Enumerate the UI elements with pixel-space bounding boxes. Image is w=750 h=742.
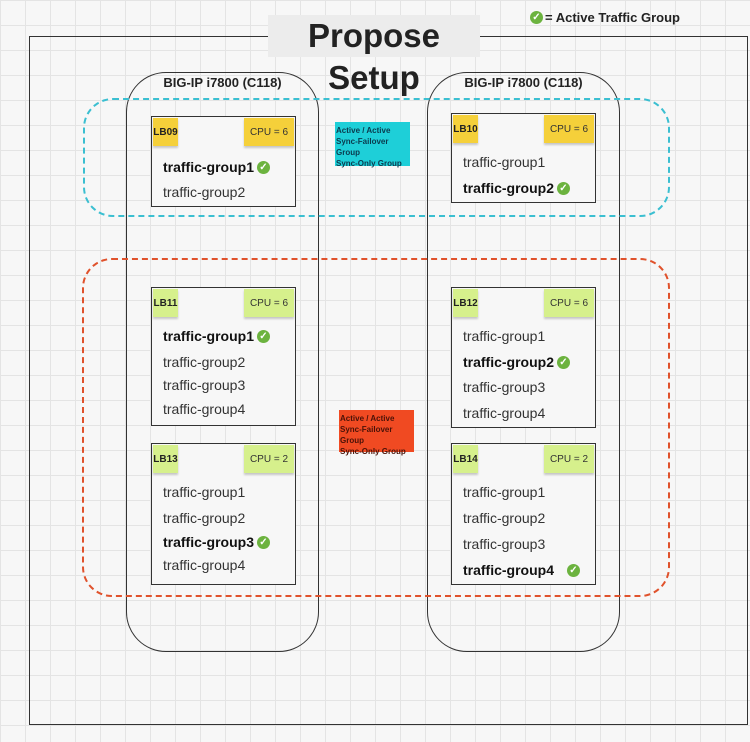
lb-label: LB11 [153, 289, 178, 317]
traffic-group-item: traffic-group3 [163, 377, 245, 393]
traffic-group-item: traffic-group1✓ [163, 328, 270, 344]
traffic-group-label: traffic-group2 [163, 510, 246, 526]
traffic-group-item: traffic-group2 [463, 510, 545, 526]
traffic-group-label: traffic-group4 [163, 557, 246, 573]
traffic-group-label: traffic-group3 [463, 379, 546, 395]
traffic-group-item: traffic-group3 [463, 536, 545, 552]
traffic-group-label: traffic-group4 [463, 405, 546, 421]
note-line: Sync-Only Group [340, 447, 406, 456]
traffic-group-label: traffic-group4 [163, 401, 246, 417]
traffic-group-item: traffic-group4 [463, 405, 545, 421]
traffic-group-item: traffic-group1 [163, 484, 245, 500]
traffic-group-label: traffic-group3 [163, 534, 254, 550]
traffic-group-item: traffic-group3 [463, 379, 545, 395]
check-icon: ✓ [257, 329, 270, 343]
lb-label: LB09 [153, 118, 178, 146]
traffic-group-item: traffic-group2✓ [463, 354, 570, 370]
page-title: Propose Setup [268, 15, 480, 96]
traffic-group-item: traffic-group3✓ [163, 534, 270, 550]
cpu-label: CPU = 6 [544, 115, 594, 143]
lb-label: LB14 [453, 445, 478, 473]
check-icon: ✓ [557, 355, 570, 369]
traffic-group-label: traffic-group4 [463, 562, 554, 578]
cpu-label: CPU = 2 [544, 445, 594, 473]
traffic-group-item: traffic-group2 [163, 510, 245, 526]
check-icon: ✓ [557, 181, 570, 195]
traffic-group-item: traffic-group2✓ [463, 180, 570, 196]
cpu-label: CPU = 6 [244, 118, 294, 146]
sync-group-cyan [83, 98, 670, 217]
traffic-group-label: traffic-group1 [163, 484, 246, 500]
lb-label: LB12 [453, 289, 478, 317]
lb-box-lb13: LB13 CPU = 2 traffic-group1 traffic-group2… [151, 443, 296, 585]
traffic-group-label: traffic-group1 [163, 328, 254, 344]
traffic-group-item: traffic-group1✓ [163, 159, 270, 175]
lb-box-lb14: LB14 CPU = 2 traffic-group1 traffic-group2… [451, 443, 596, 585]
traffic-group-label: traffic-group2 [463, 354, 554, 370]
traffic-group-item: traffic-group2 [163, 184, 245, 200]
check-icon: ✓ [530, 11, 543, 24]
cpu-label: CPU = 2 [244, 445, 294, 473]
traffic-group-item: traffic-group1 [463, 154, 545, 170]
traffic-group-item: traffic-group1 [463, 484, 545, 500]
lb-box-lb10: LB10 CPU = 6 traffic-group1 traffic-group2… [451, 113, 596, 203]
note-line: Sync-Only Group [336, 159, 402, 168]
note-line: Sync-Failover Group [340, 425, 393, 445]
column-title: BIG-IP i7800 (C118) [163, 75, 282, 90]
lb-box-lb12: LB12 CPU = 6 traffic-group1 traffic-group2… [451, 287, 596, 428]
traffic-group-label: traffic-group1 [463, 328, 546, 344]
lb-label: LB13 [153, 445, 178, 473]
traffic-group-item: traffic-group4 ✓ [463, 562, 580, 578]
traffic-group-item: traffic-group2 [163, 354, 245, 370]
lb-label: LB10 [453, 115, 478, 143]
traffic-group-label: traffic-group2 [163, 354, 246, 370]
traffic-group-item: traffic-group4 [163, 401, 245, 417]
traffic-group-label: traffic-group1 [463, 154, 546, 170]
cpu-label: CPU = 6 [544, 289, 594, 317]
sync-group-red [82, 258, 670, 597]
cpu-label: CPU = 6 [244, 289, 294, 317]
device-column-right [427, 72, 620, 652]
traffic-group-item: traffic-group4 [163, 557, 245, 573]
check-icon: ✓ [257, 160, 270, 174]
traffic-group-label: traffic-group2 [463, 180, 554, 196]
traffic-group-label: traffic-group3 [463, 536, 546, 552]
traffic-group-label: traffic-group3 [163, 377, 246, 393]
traffic-group-label: traffic-group2 [463, 510, 546, 526]
check-icon: ✓ [567, 563, 580, 577]
traffic-group-label: traffic-group1 [163, 159, 254, 175]
device-column-left [126, 72, 319, 652]
traffic-group-label: traffic-group1 [463, 484, 546, 500]
traffic-group-label: traffic-group2 [163, 184, 246, 200]
note-line: Active / Active [336, 126, 391, 135]
note-line: Active / Active [340, 414, 395, 423]
note-line: Sync-Failover Group [336, 137, 389, 157]
check-icon: ✓ [257, 535, 270, 549]
legend: ✓= Active Traffic Group [530, 10, 680, 25]
traffic-group-item: traffic-group1 [463, 328, 545, 344]
legend-label: = Active Traffic Group [545, 10, 680, 25]
column-title: BIG-IP i7800 (C118) [464, 75, 583, 90]
